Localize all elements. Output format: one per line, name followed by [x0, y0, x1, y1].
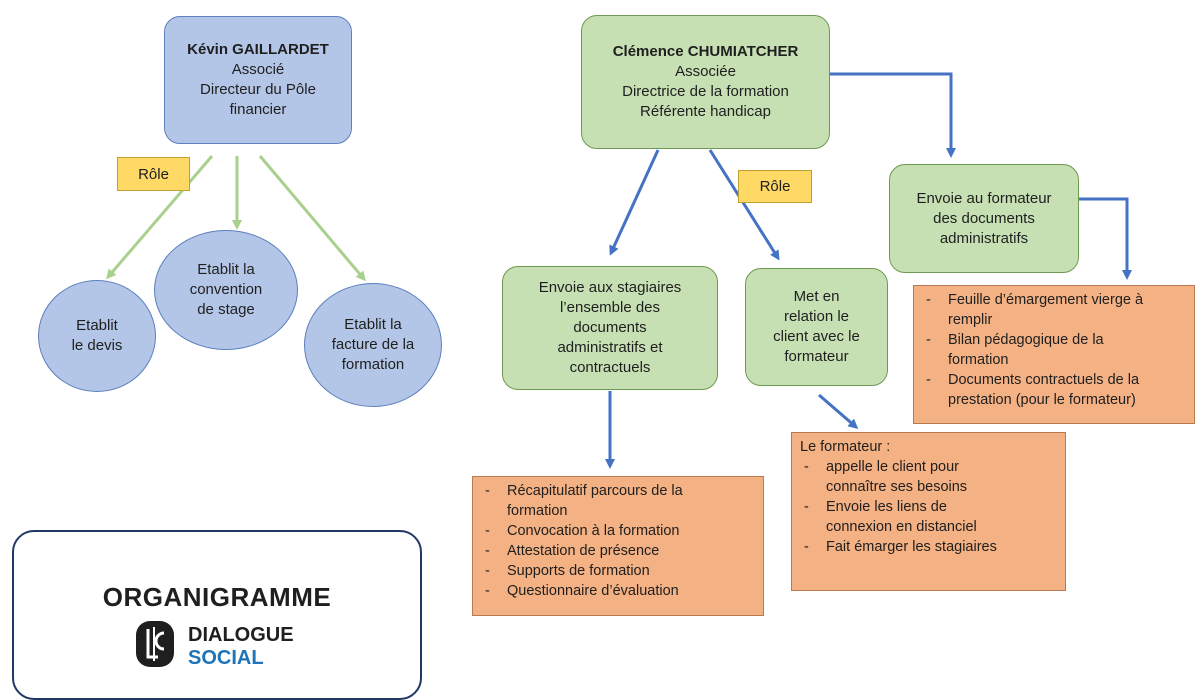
role-tag-clemence: Rôle: [738, 170, 812, 203]
node-clemence-line1: Associée: [675, 63, 736, 80]
node-kevin-name: Kévin GAILLARDET: [187, 41, 329, 58]
logo-title: ORGANIGRAMME: [102, 582, 332, 612]
node-envoie-stagiaires: Envoie aux stagiaires l’ensemble des doc…: [502, 266, 718, 390]
node-clemence-line2: Directrice de la formation: [622, 83, 789, 100]
list-item: Attestation de présence: [481, 541, 755, 561]
list-item: Fait émarger les stagiaires: [800, 537, 1057, 557]
node-etablit-facture: Etablit la facture de la formation: [304, 283, 442, 407]
list-intro: Le formateur :: [800, 439, 891, 455]
list-item: Supports de formation: [481, 561, 755, 581]
logo-word-social: SOCIAL: [188, 647, 264, 669]
dialogue-social-logo-icon: [136, 621, 174, 667]
list-item: Questionnaire d’évaluation: [481, 581, 755, 601]
node-etablit-devis: Etablit le devis: [38, 280, 156, 392]
role-tag-kevin: Rôle: [117, 157, 190, 191]
node-envoie-formateur: Envoie au formateur des documents admini…: [889, 164, 1079, 273]
arrow-formateur-list: [1079, 197, 1132, 280]
node-kevin-line2: Directeur du Pôle: [200, 81, 316, 98]
logo-card: ORGANIGRAMME DIALOGUE SOCIAL: [12, 530, 422, 700]
arrow-relation-list: [818, 393, 859, 429]
node-clemence-name: Clémence CHUMIATCHER: [612, 43, 799, 60]
node-clemence-line3: Référente handicap: [640, 103, 771, 120]
node-kevin-gaillardet: Kévin GAILLARDET Associé Directeur du Pô…: [164, 16, 352, 144]
node-met-en-relation: Met en relation le client avec le format…: [745, 268, 888, 386]
node-kevin-line1: Associé: [231, 61, 285, 78]
arrow-clemence-stagiaires: [609, 149, 660, 256]
node-clemence-chumiatcher: Clémence CHUMIATCHER Associée Directrice…: [581, 15, 830, 149]
list-actions-formateur: Le formateur : appelle le client pourcon…: [791, 432, 1066, 591]
arrow-clemence-formateur: [830, 72, 956, 158]
logo-word-dialogue: DIALOGUE: [188, 624, 294, 646]
node-kevin-line3: financier: [229, 101, 287, 118]
arrow-clemence-relation: [708, 149, 780, 261]
node-etablit-convention: Etablit la convention de stage: [154, 230, 298, 350]
list-item: Convocation à la formation: [481, 521, 755, 541]
